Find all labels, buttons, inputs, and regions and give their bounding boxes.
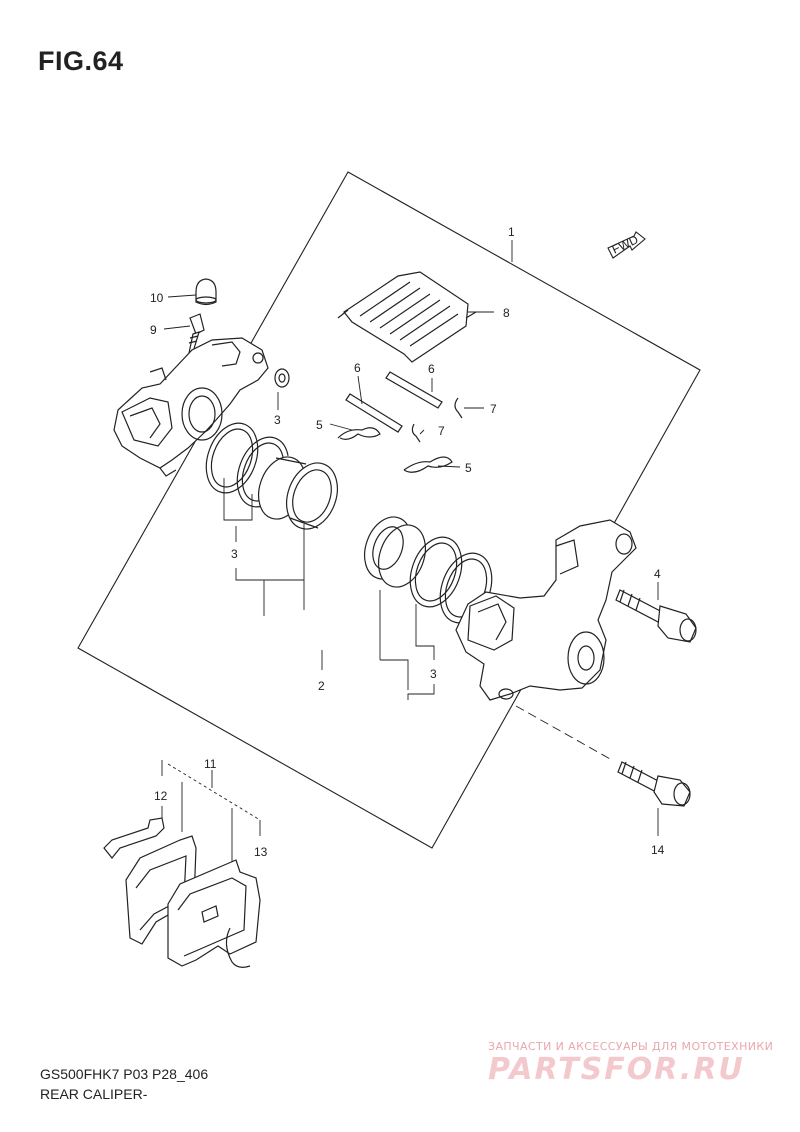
callout-6a: 6 (354, 361, 361, 375)
watermark-tagline: ЗАПЧАСТИ И АКСЕССУАРЫ ДЛЯ МОТОТЕХНИКИ (488, 1040, 774, 1053)
callout-7a: 7 (490, 402, 497, 416)
callout-1: 1 (508, 225, 515, 239)
figure-title: FIG.64 (38, 46, 124, 76)
callout-8: 8 (503, 306, 510, 320)
callout-2: 2 (318, 679, 325, 693)
washer-small-part (274, 368, 290, 388)
callout-9: 9 (150, 323, 157, 337)
callout-3b: 3 (231, 547, 238, 561)
callout-5a: 5 (316, 418, 323, 432)
caliper-body-right-part (455, 519, 637, 701)
callout-3c: 3 (430, 667, 437, 681)
fwd-arrow-icon: FWD (607, 231, 646, 259)
callout-3a: 3 (274, 413, 281, 427)
spring-upper-part (337, 427, 381, 440)
seal-right-part (409, 536, 463, 608)
piston-left-part (258, 452, 338, 530)
leader-lines (161, 240, 659, 862)
callout-4: 4 (654, 567, 661, 581)
caliper-body-left-part (113, 337, 269, 477)
assembly-outline (77, 171, 701, 849)
pad-shim-part (103, 817, 165, 859)
callout-7b: 7 (438, 424, 445, 438)
caliper-bolt-upper-part (615, 589, 697, 643)
bleeder-cap-part (195, 278, 217, 306)
bolt-axis-line (515, 705, 613, 761)
diagram-name-label: REAR CALIPER- (40, 1086, 148, 1102)
callout-13: 13 (254, 845, 268, 859)
callout-14: 14 (651, 843, 665, 857)
callout-5b: 5 (465, 461, 472, 475)
callout-6b: 6 (428, 362, 435, 376)
caliper-bolt-lower-part (617, 761, 691, 807)
pad-spring-part (337, 271, 477, 363)
pad-pin-lower-part (345, 393, 403, 433)
brake-pad-front-part (125, 835, 197, 945)
callout-11: 11 (204, 757, 217, 771)
model-code-label: GS500FHK7 P03 P28_406 (40, 1066, 209, 1082)
spring-lower-part (403, 456, 453, 473)
callout-10: 10 (150, 291, 164, 305)
piston-right-part (364, 514, 426, 594)
pin-clip-lower-part (411, 423, 421, 443)
fwd-label: FWD (610, 232, 641, 256)
piston-seal-left-part (205, 422, 259, 494)
callout-12: 12 (154, 789, 168, 803)
watermark-logo: PARTSFOR.RU (488, 1052, 745, 1087)
pin-clip-upper-part (454, 397, 463, 419)
pad-pin-upper-part (385, 371, 443, 409)
brake-pad-rear-part (167, 859, 261, 968)
